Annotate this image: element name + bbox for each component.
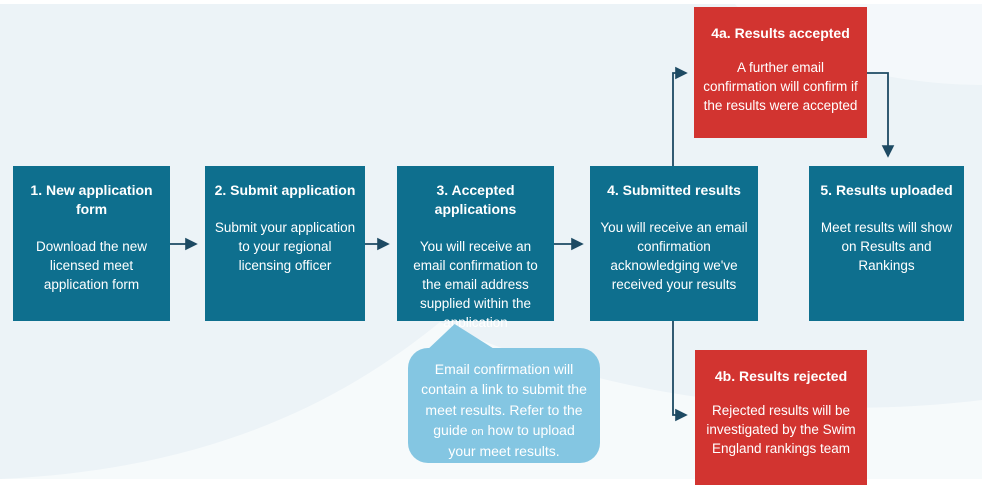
branch-box-results-rejected: 4b. Results rejected Rejected results wi… xyxy=(695,350,867,485)
step-box-2: 2. Submit application Submit your applic… xyxy=(205,166,365,321)
callout-text: Email confirmation will contain a link t… xyxy=(421,361,587,438)
branch-body: Rejected results will be investigated by… xyxy=(706,402,856,457)
step-box-3: 3. Accepted applications You will receiv… xyxy=(397,166,554,330)
connector-step4-branch4b xyxy=(672,321,688,422)
step-title: 1. New application form xyxy=(30,182,153,217)
step-title: 4. Submitted results xyxy=(607,182,741,198)
callout-text-small: on xyxy=(471,425,484,438)
step-title: 2. Submit application xyxy=(214,182,356,198)
connector-branch4a-step5 xyxy=(867,72,895,158)
callout-bubble: Email confirmation will contain a link t… xyxy=(408,348,600,463)
step-box-5: 5. Results uploaded Meet results will sh… xyxy=(809,166,964,321)
step-body: You will receive an email confirmation a… xyxy=(600,219,748,293)
step-title: 5. Results uploaded xyxy=(820,182,953,198)
step-body: You will receive an email confirmation t… xyxy=(413,238,538,331)
bottom-white-strip xyxy=(0,479,982,487)
step-box-1: 1. New application form Download the new… xyxy=(13,166,170,321)
top-white-strip xyxy=(0,0,982,4)
branch-body: A further email confirmation will confir… xyxy=(703,59,858,114)
step-body: Download the new licensed meet applicati… xyxy=(35,238,148,293)
step-body: Submit your application to your regional… xyxy=(214,219,356,274)
step-title: 3. Accepted applications xyxy=(434,182,517,217)
callout-text: how to upload your meet results. xyxy=(448,421,575,459)
step-body: Meet results will show on Results and Ra… xyxy=(820,219,953,274)
connector-step4-branch4a xyxy=(672,66,688,166)
branch-title: 4a. Results accepted xyxy=(711,25,850,41)
branch-title: 4b. Results rejected xyxy=(714,368,848,384)
branch-box-results-accepted: 4a. Results accepted A further email con… xyxy=(694,7,867,138)
step-box-4: 4. Submitted results You will receive an… xyxy=(590,166,758,321)
